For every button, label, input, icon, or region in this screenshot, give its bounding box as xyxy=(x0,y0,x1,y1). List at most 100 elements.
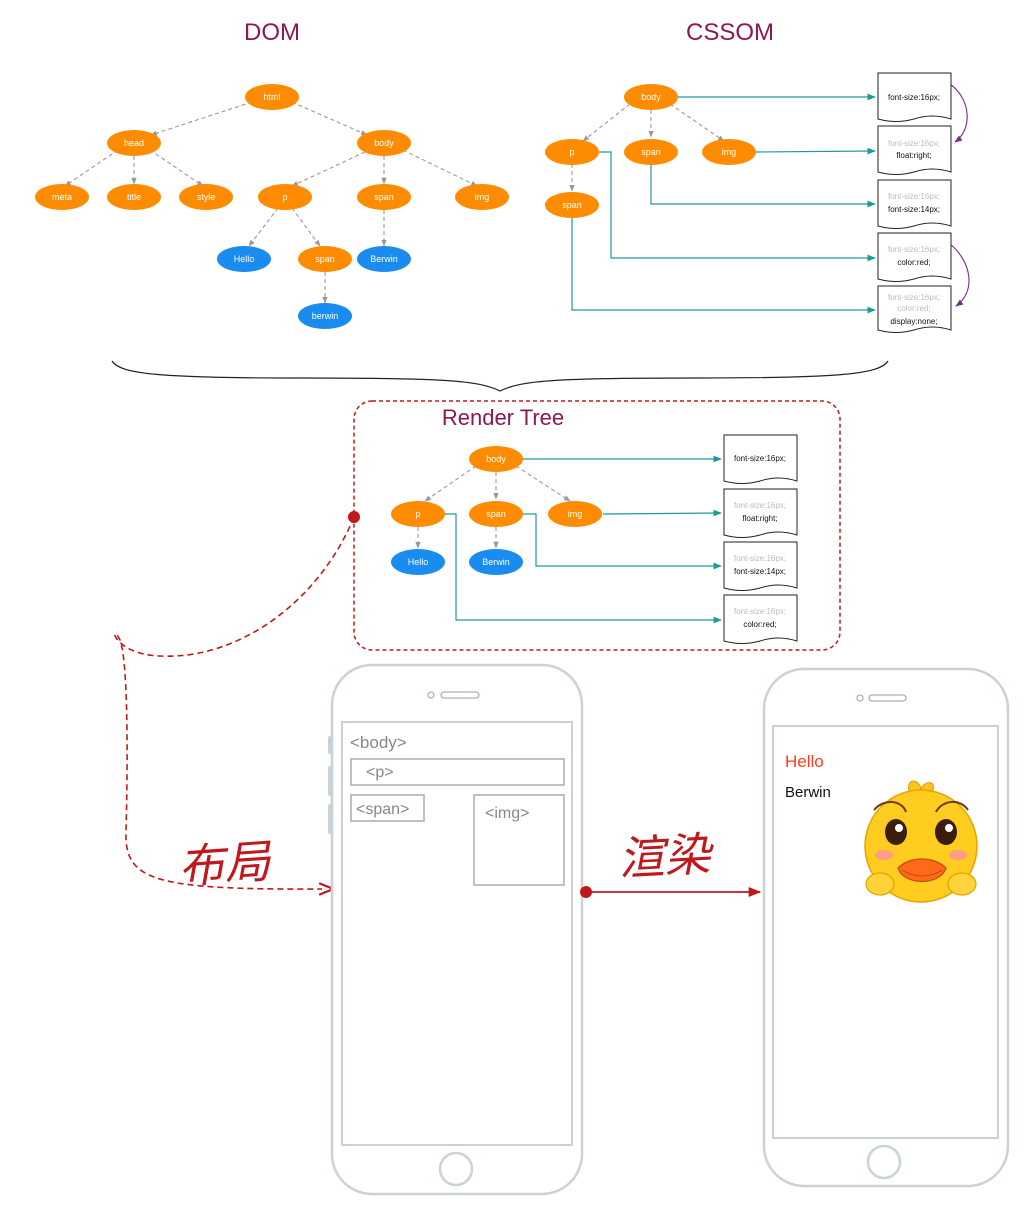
dom-node-meta xyxy=(35,184,89,210)
rule-inherited-text: font-size:16px; xyxy=(888,293,940,302)
cssom-rule-doc: font-size:16px; float:right; xyxy=(877,125,952,175)
painted-berwin: Berwin xyxy=(785,784,831,801)
cssom-edges xyxy=(569,103,725,192)
dom-edges xyxy=(64,101,478,304)
dom-node-img xyxy=(455,184,509,210)
home-button[interactable] xyxy=(438,1151,474,1187)
rule-inherited-text: color:red; xyxy=(897,304,930,313)
render-node-span xyxy=(469,501,523,527)
dom-node-title-label: title xyxy=(127,192,141,202)
rule-text: color:red; xyxy=(897,258,930,267)
render-rule-doc: font-size:16px; float:right; xyxy=(723,488,798,538)
dom-node-span xyxy=(357,184,411,210)
rule-text: font-size:14px; xyxy=(734,567,786,576)
rule-text: font-size:16px; xyxy=(734,454,786,463)
cssom-style-links xyxy=(571,93,876,314)
speaker-icon xyxy=(440,691,480,699)
rule-inherited-text: font-size:16px; xyxy=(734,501,786,510)
dom-node-berwin-label: berwin xyxy=(312,311,339,321)
dom-node-span2-label: span xyxy=(315,254,335,264)
dom-node-style-label: style xyxy=(197,192,216,202)
cssom-rule-doc: font-size:16px; xyxy=(877,72,952,122)
layout-p-box xyxy=(350,758,565,786)
dom-node-head xyxy=(107,130,161,156)
layout-connector xyxy=(114,516,355,889)
render-tree: body p span img Hello Berwin xyxy=(391,446,602,575)
cssom-rule-doc: font-size:16px; font-size:14px; xyxy=(877,179,952,229)
speaker-icon xyxy=(868,694,907,702)
render-rule-doc: font-size:16px; xyxy=(723,434,798,484)
rule-inherited-text: font-size:16px; xyxy=(734,607,786,616)
render-node-p-label: p xyxy=(415,509,420,519)
dom-node-berwin xyxy=(298,303,352,329)
layout-span-box xyxy=(350,794,425,822)
render-node-hello-label: Hello xyxy=(408,557,429,567)
dom-title: DOM xyxy=(244,19,300,46)
cssom-node-p-label: p xyxy=(569,147,574,157)
cssom-rule-doc: font-size:16px; color:red; xyxy=(877,232,952,282)
dom-node-hello xyxy=(217,246,271,272)
render-node-body-label: body xyxy=(486,454,506,464)
dom-node-p-label: p xyxy=(282,192,287,202)
rule-text: font-size:16px; xyxy=(888,93,940,102)
dom-node-html-label: html xyxy=(263,92,280,102)
render-rule-doc: font-size:16px; font-size:14px; xyxy=(723,541,798,591)
duck-image xyxy=(864,780,978,903)
render-edges xyxy=(415,465,571,549)
render-rules: font-size:16px; font-size:16px; float:ri… xyxy=(723,434,798,644)
dom-node-hello-label: Hello xyxy=(234,254,255,264)
render-node-berwin-label: Berwin xyxy=(482,557,510,567)
render-tree-title: Render Tree xyxy=(442,405,564,430)
dom-node-style xyxy=(179,184,233,210)
render-rule-doc: font-size:16px; color:red; xyxy=(723,594,798,644)
rule-inherited-text: font-size:16px; xyxy=(888,245,940,254)
paint-step-label: 渲染 xyxy=(617,827,717,886)
cssom-node-img xyxy=(702,139,756,165)
dom-tree: html head body meta title style p span i… xyxy=(35,84,509,329)
render-node-hello xyxy=(391,549,445,575)
home-button[interactable] xyxy=(866,1144,902,1180)
cssom-node-span xyxy=(624,139,678,165)
render-node-span-label: span xyxy=(486,509,506,519)
rule-text: float:right; xyxy=(742,514,777,523)
cssom-node-span-label: span xyxy=(641,147,661,157)
render-node-p xyxy=(391,501,445,527)
render-style-links xyxy=(445,455,722,624)
render-node-img xyxy=(548,501,602,527)
rule-text: color:red; xyxy=(743,620,776,629)
painted-hello: Hello xyxy=(785,752,824,771)
dom-node-img-label: img xyxy=(475,192,490,202)
rule-text: font-size:14px; xyxy=(888,205,940,214)
rule-text: display:none; xyxy=(890,317,937,326)
dom-node-p xyxy=(258,184,312,210)
rule-text: float:right; xyxy=(896,151,931,160)
cssom-node-span2 xyxy=(545,192,599,218)
dom-node-berwin-cap-label: Berwin xyxy=(370,254,398,264)
render-node-body xyxy=(469,446,523,472)
cssom-node-body-label: body xyxy=(641,92,661,102)
cssom-title: CSSOM xyxy=(686,19,774,46)
dom-node-title xyxy=(107,184,161,210)
camera-icon xyxy=(856,694,864,702)
cssom-rules: font-size:16px; font-size:16px; float:ri… xyxy=(877,72,952,333)
render-tree-box xyxy=(353,400,841,651)
rule-inherited-text: font-size:16px; xyxy=(888,192,940,201)
layout-body-label: <body> xyxy=(350,733,407,752)
dom-node-span-label: span xyxy=(374,192,394,202)
dom-node-meta-label: meta xyxy=(52,192,72,202)
dom-node-head-label: head xyxy=(124,138,144,148)
dom-node-html xyxy=(245,84,299,110)
merge-brace xyxy=(111,360,889,392)
layout-phone: <body> <p> <span> <img> xyxy=(328,663,584,1196)
cssom-node-body xyxy=(624,84,678,110)
layout-img-label: <img> xyxy=(485,805,529,822)
dom-node-berwin-cap xyxy=(357,246,411,272)
layout-phone-screen xyxy=(341,721,573,1146)
cssom-node-p xyxy=(545,139,599,165)
render-node-img-label: img xyxy=(568,509,583,519)
dom-node-span2 xyxy=(298,246,352,272)
painted-phone-screen xyxy=(772,725,999,1139)
cssom-node-span2-label: span xyxy=(562,200,582,210)
rule-inherited-text: font-size:16px; xyxy=(888,139,940,148)
